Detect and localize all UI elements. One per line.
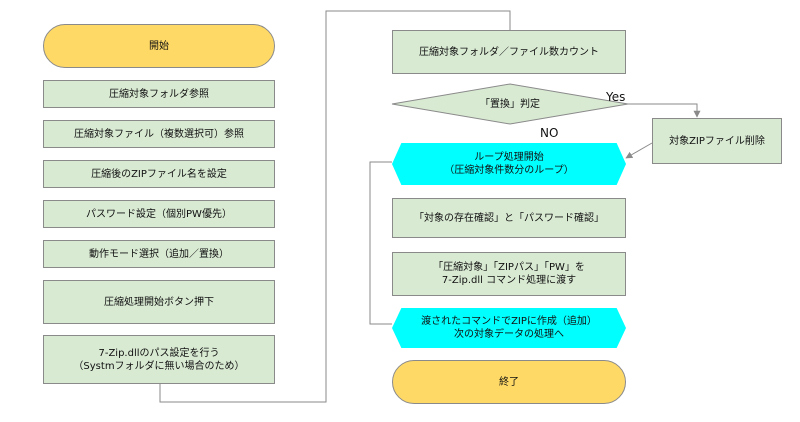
end-terminal: 終了 — [392, 360, 626, 404]
start-label: 開始 — [149, 40, 169, 52]
step-pass-to-dll: 「圧縮対象」「ZIPパス」「PW」を 7-Zip.dll コマンド処理に渡す — [392, 252, 626, 296]
step-set-password: パスワード設定（個別PW優先） — [43, 200, 275, 228]
start-terminal: 開始 — [43, 24, 275, 68]
yes-label: Yes — [606, 90, 626, 104]
decision-diamond — [391, 83, 629, 125]
step-browse-files: 圧縮対象ファイル（複数選択可）参照 — [43, 120, 275, 148]
step-browse-folder: 圧縮対象フォルダ参照 — [43, 80, 275, 108]
step-check-existence: 「対象の存在確認」と「パスワード確認」 — [392, 198, 626, 238]
yes-arrow — [624, 103, 701, 118]
step-set-zip-name: 圧縮後のZIPファイル名を設定 — [43, 160, 275, 188]
delete-return-arrow — [625, 142, 653, 159]
step-count-items: 圧縮対象フォルダ／ファイル数カウント — [392, 30, 626, 74]
loop-back-line — [369, 161, 392, 325]
loop-start-hexagon: ループ処理開始 （圧縮対象件数分のループ） — [392, 143, 626, 185]
step-delete-zip: 対象ZIPファイル削除 — [652, 118, 782, 164]
step-select-mode: 動作モード選択（追加／置換） — [43, 240, 275, 268]
loop-end-hexagon: 渡されたコマンドでZIPに作成（追加） 次の対象データの処理へ — [392, 308, 626, 348]
step-press-start: 圧縮処理開始ボタン押下 — [43, 280, 275, 324]
step-set-dll-path: 7-Zip.dllのパス設定を行う （Systmフォルダに無い場合のため） — [43, 335, 275, 384]
column-connector-line — [159, 10, 511, 403]
no-label: NO — [540, 126, 559, 140]
decision-label: 「置換」判定 — [480, 98, 540, 110]
